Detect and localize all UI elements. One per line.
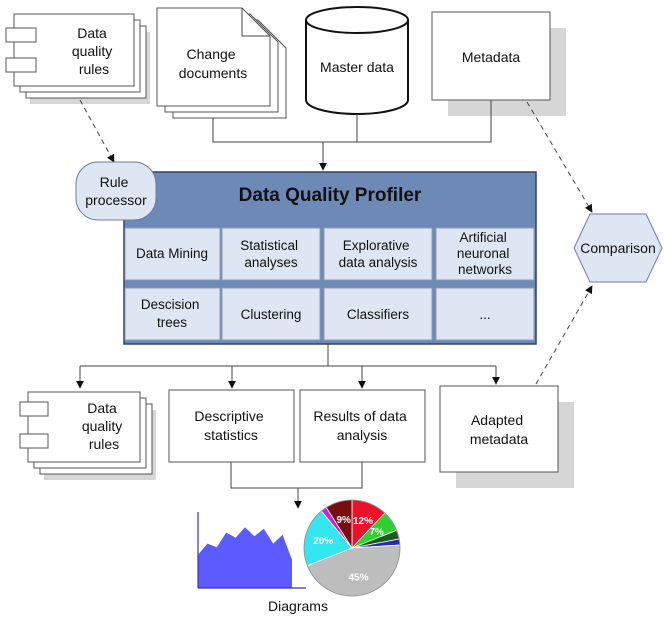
metadata: Metadata xyxy=(432,12,566,116)
method-more: ... xyxy=(479,307,490,322)
comparison-label: Comparison xyxy=(580,240,655,256)
master-data-label: Master data xyxy=(320,59,394,75)
rule-processor: Rule processor xyxy=(76,162,156,220)
metadata-label: Metadata xyxy=(462,49,521,65)
data-quality-rules-top: Data quality rules xyxy=(6,14,150,104)
rules-to-processor-arrow xyxy=(80,100,114,162)
method-artificial-neuronal-networks: Artificial neuronal networks xyxy=(457,230,513,277)
method-cell xyxy=(222,228,320,280)
descriptive-statistics: Descriptive statistics xyxy=(169,390,294,462)
adapted-metadata: Adapted metadata xyxy=(440,386,574,488)
comparison-hexagon: Comparison xyxy=(574,214,662,282)
component-tab-icon xyxy=(6,58,36,72)
method-clustering: Clustering xyxy=(241,307,302,322)
method-data-mining: Data Mining xyxy=(136,246,208,261)
change-documents: Change documents xyxy=(157,8,286,118)
component-tab-icon xyxy=(6,28,36,42)
component-tab-icon xyxy=(20,402,48,416)
pie-chart: 12%7%45%20%9% xyxy=(304,500,400,596)
data-quality-profiler: Data Quality Profiler Data Mining Statis… xyxy=(124,172,536,344)
area-chart xyxy=(198,512,306,588)
master-data-database-icon: Master data xyxy=(306,7,408,114)
component-tab-icon xyxy=(20,434,48,448)
pie-slice-label: 45% xyxy=(348,573,368,584)
profiler-title: Data Quality Profiler xyxy=(239,185,422,206)
pie-slice-label: 12% xyxy=(353,516,373,527)
method-classifiers: Classifiers xyxy=(347,307,410,322)
data-quality-rules-bottom: Data quality rules xyxy=(20,392,156,480)
method-cell xyxy=(324,228,432,280)
pie-slice-label: 9% xyxy=(336,515,351,526)
pie-slice-label: 20% xyxy=(313,536,333,547)
results-merge-connector xyxy=(231,462,362,488)
results-of-data-analysis: Results of data analysis xyxy=(300,390,425,462)
method-cell xyxy=(125,288,220,340)
diagrams-label: Diagrams xyxy=(268,598,328,614)
area-series xyxy=(198,527,292,588)
adapted-to-comparison-arrow xyxy=(536,286,592,384)
